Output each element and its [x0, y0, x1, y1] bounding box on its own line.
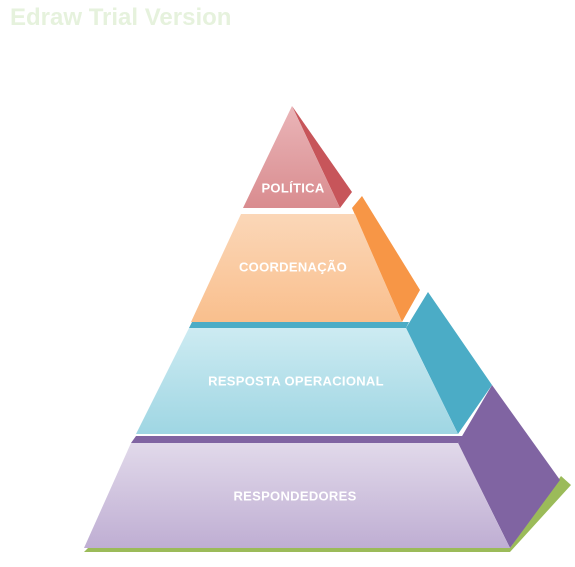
level-4-top-ledge: [131, 436, 463, 443]
level-1-front-face: [243, 106, 340, 208]
level-1-label: POLÍTICA: [261, 180, 324, 195]
level-3-side-face: [406, 292, 492, 434]
level-4-side-face: [458, 385, 560, 548]
level-2-label: COORDENAÇÃO: [239, 259, 347, 274]
level-2-front-face: [191, 214, 402, 322]
level-2-side-face: [352, 196, 420, 322]
level-3-front-face: [136, 328, 458, 434]
level-3-label: RESPOSTA OPERACIONAL: [208, 373, 384, 388]
level-3-top-ledge: [189, 322, 409, 328]
watermark: Edraw Trial Version: [10, 4, 232, 31]
level-4-front-face: [84, 443, 510, 548]
level-4-label: RESPONDEDORES: [233, 488, 356, 503]
level-1-side-face: [292, 106, 352, 208]
